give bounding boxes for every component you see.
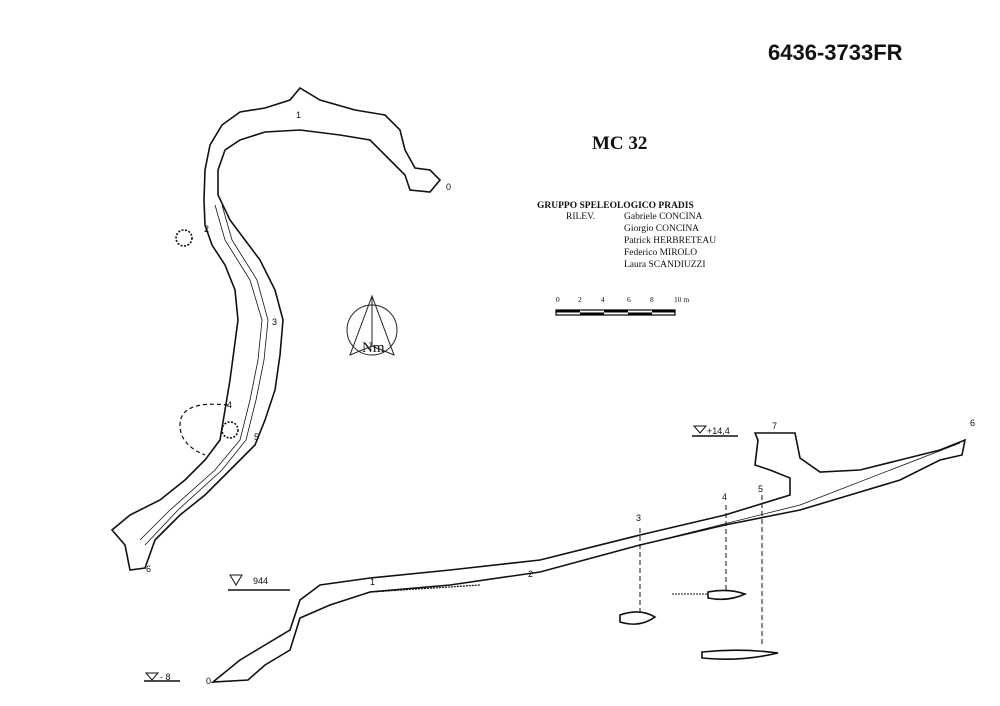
surveyor-name: Laura SCANDIUZZI — [624, 260, 706, 270]
scale-tick: 6 — [627, 295, 631, 304]
plan-station: 3 — [272, 317, 277, 327]
section-station: 2 — [528, 569, 533, 579]
surveyor-name: Patrick HERBRETEAU — [624, 236, 717, 246]
top-height: +14,4 — [707, 426, 730, 436]
cave-title: MC 32 — [592, 133, 648, 154]
scale-tick: 10 m — [674, 295, 690, 304]
section-station: 5 — [758, 484, 763, 494]
plan-station: 6 — [146, 564, 151, 574]
section-view — [144, 425, 967, 683]
entrance-elevation: 944 — [253, 576, 268, 586]
survey-group: GRUPPO SPELEOLOGICO PRADIS — [537, 201, 694, 211]
surveyor-name: Giorgio CONCINA — [624, 224, 700, 234]
plan-station: 1 — [296, 110, 301, 120]
north-label: Nm — [362, 340, 385, 356]
bottom-depth: - 8 — [160, 672, 171, 682]
survey-role: RILEV. — [566, 212, 596, 222]
surveyor-name: Gabriele CONCINA — [624, 212, 703, 222]
plan-station: 4 — [227, 400, 232, 410]
plan-station: 5 — [254, 432, 259, 442]
north-arrow-icon — [346, 294, 398, 356]
section-station: 6 — [970, 418, 975, 428]
plan-view — [110, 86, 442, 571]
scale-tick: 2 — [578, 295, 582, 304]
section-station: 7 — [772, 421, 777, 431]
plan-station: 2 — [204, 224, 209, 234]
section-station: 1 — [370, 577, 375, 587]
scale-tick: 4 — [601, 295, 605, 304]
section-station: 3 — [636, 513, 641, 523]
section-station: 0 — [206, 676, 211, 686]
scale-bar — [555, 309, 676, 316]
scale-tick: 0 — [556, 295, 560, 304]
plan-station: 0 — [446, 182, 451, 192]
survey-code: 6436-3733FR — [768, 40, 903, 65]
section-station: 4 — [722, 492, 727, 502]
scale-tick: 8 — [650, 295, 654, 304]
surveyor-name: Federico MIROLO — [624, 248, 698, 258]
